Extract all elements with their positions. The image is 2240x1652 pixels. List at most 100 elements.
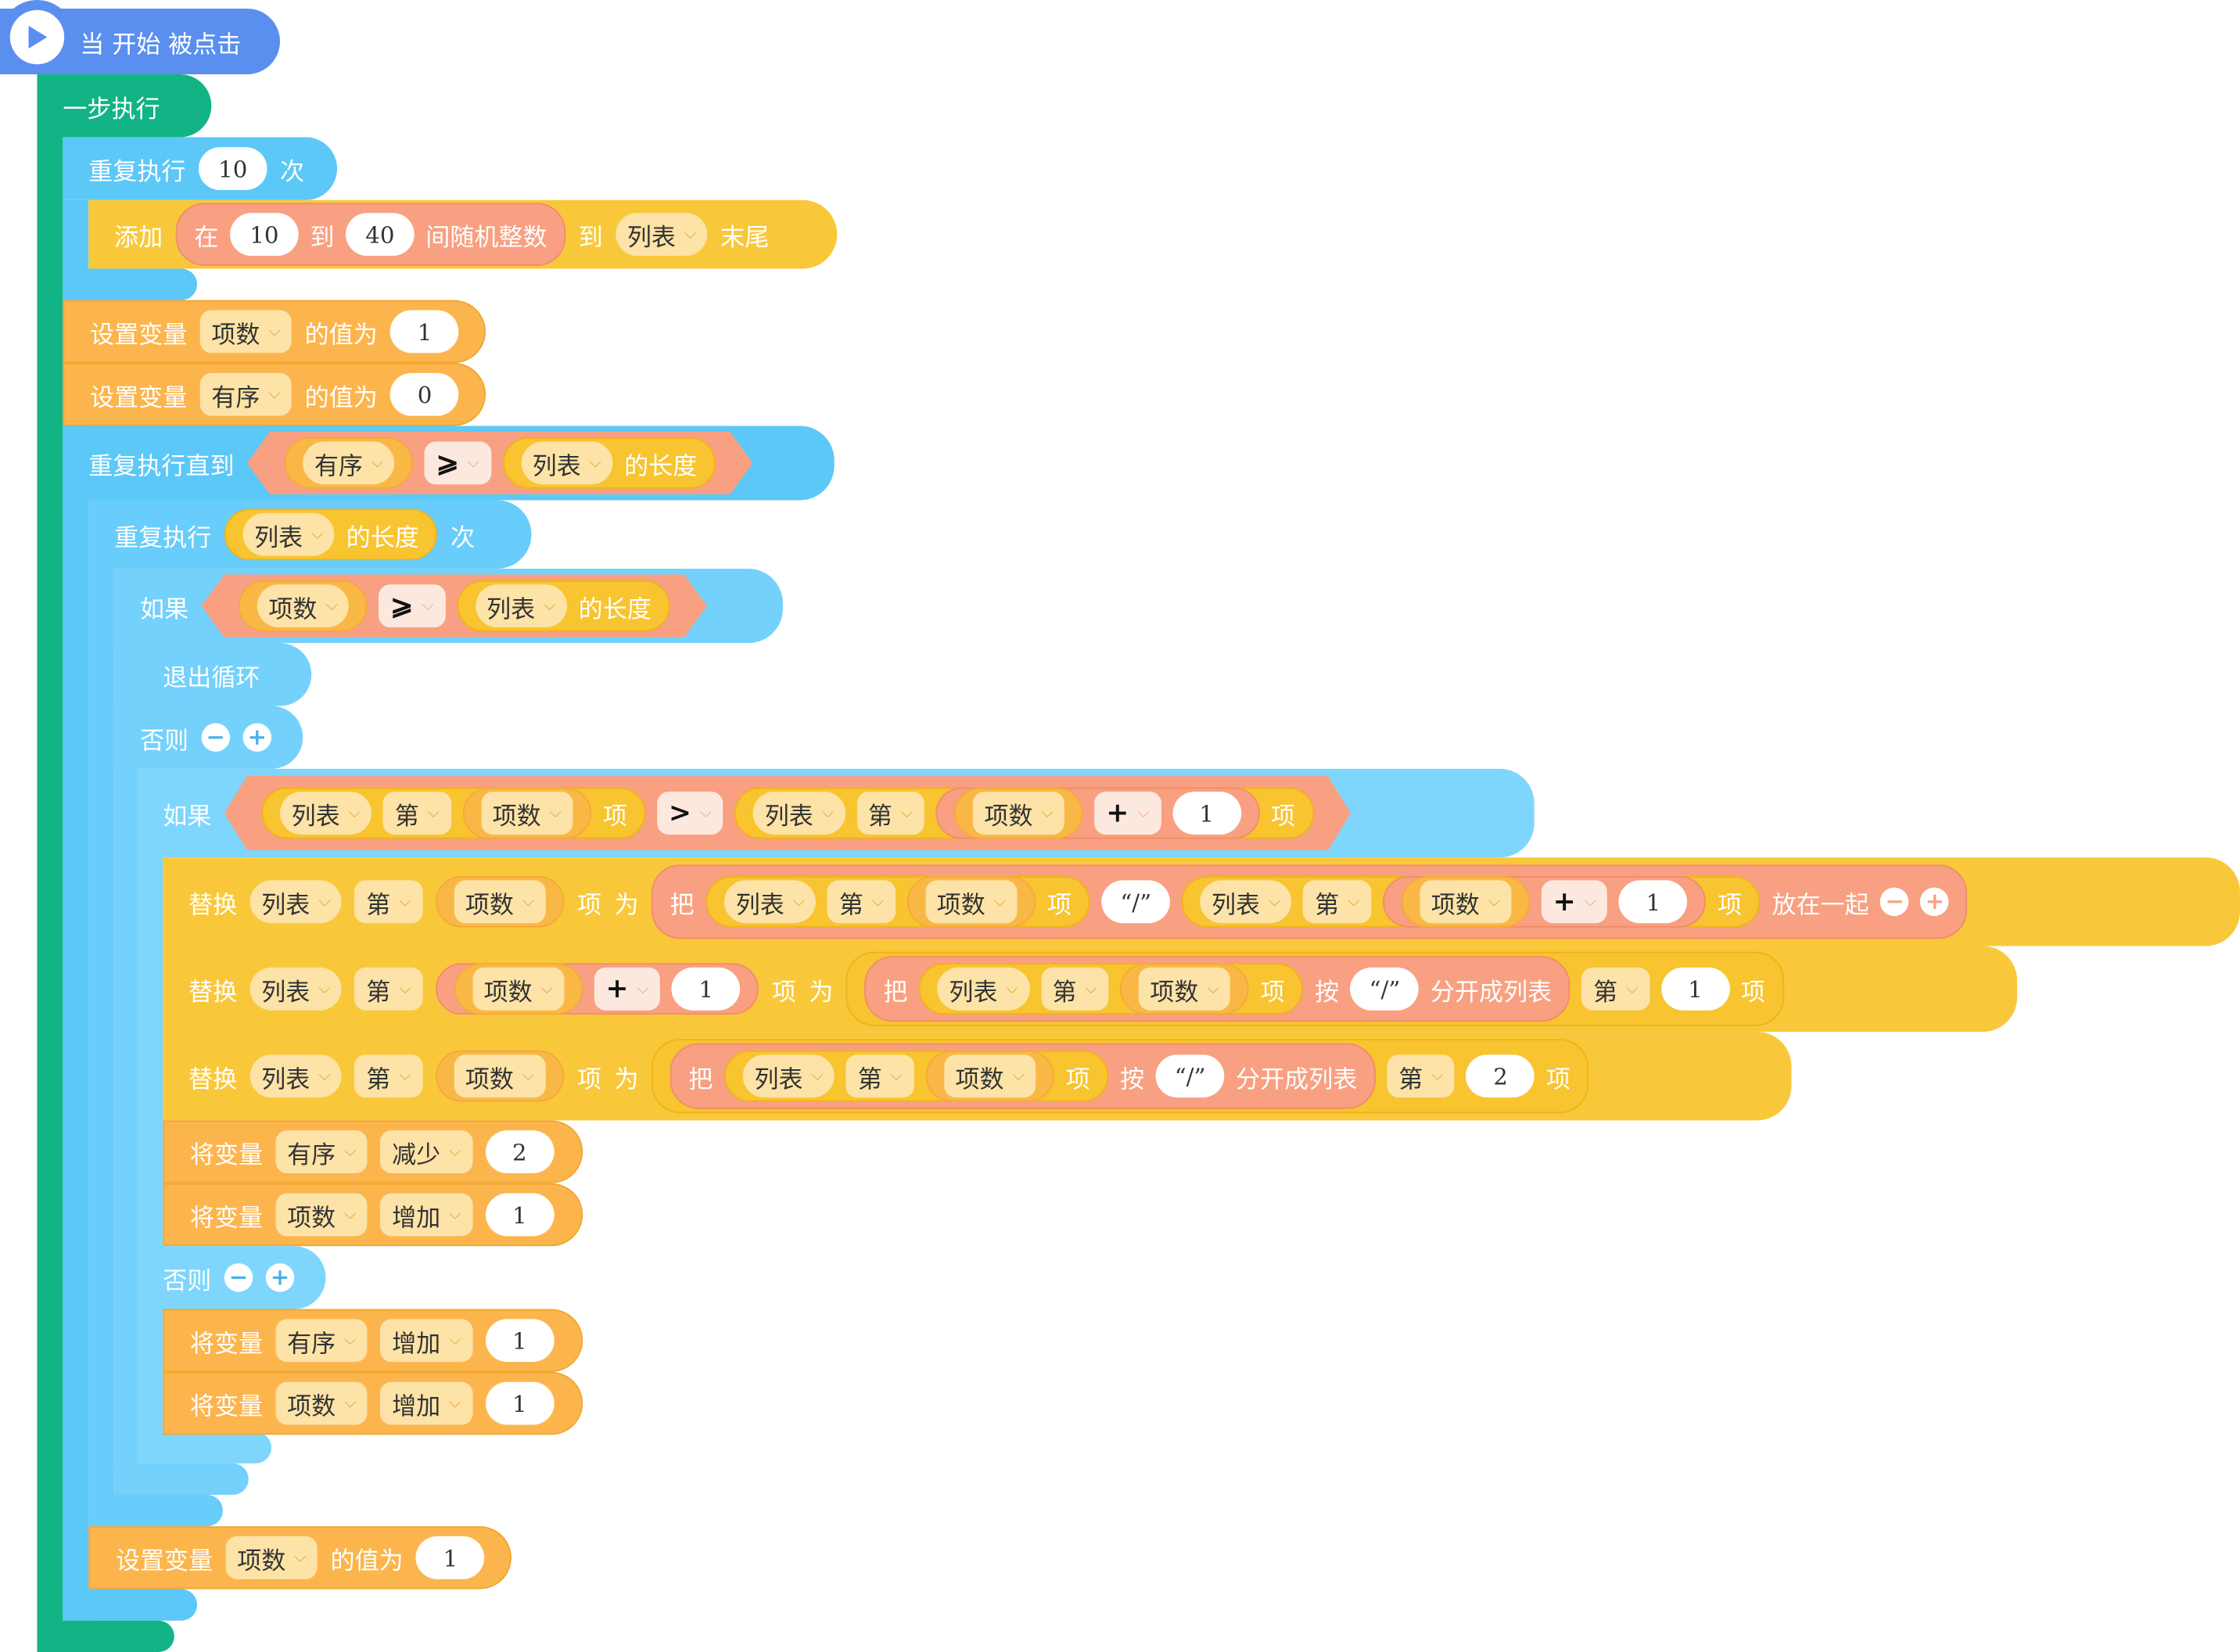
variable-dropdown[interactable]: 项数⌵ — [481, 792, 573, 835]
separator-input[interactable]: “/” — [1155, 1054, 1225, 1098]
split-reporter[interactable]: 把 列表⌵ 第⌵ 项数⌵ 项 按 “/” 分开成列表 — [864, 956, 1571, 1022]
index-mode-dropdown[interactable]: 第⌵ — [1040, 967, 1109, 1011]
variable-dropdown[interactable]: 项数⌵ — [454, 1054, 546, 1098]
set-variable-block[interactable]: 设置变量 项数⌵ 的值为 1 — [88, 1526, 512, 1589]
list-item-reporter[interactable]: 列表⌵ 第⌵ 项数⌵ 项 — [261, 788, 645, 839]
add-operator-reporter[interactable]: 项数⌵ +⌵ 1 — [935, 788, 1259, 839]
repeat-count-input[interactable]: 10 — [198, 147, 267, 190]
variable-dropdown[interactable]: 项数⌵ — [973, 792, 1065, 835]
compare-condition[interactable]: 列表⌵ 第⌵ 项数⌵ 项 >⌵ 列表⌵ 第⌵ 项数⌵ +⌵ 1 项 — [224, 776, 1351, 850]
break-block[interactable]: 退出循环 — [137, 643, 312, 706]
list-dropdown[interactable]: 列表⌵ — [616, 213, 708, 257]
replace-list-item-block[interactable]: 替换 列表⌵ 第⌵ 项数⌵ 项 为 把 列表⌵ 第⌵ 项数⌵ 项 “/” 列表⌵… — [163, 857, 2240, 946]
list-item-reporter[interactable]: 列表⌵ 第⌵ 项数⌵ 项 — [705, 875, 1090, 928]
variable-reporter[interactable]: 项数⌵ — [454, 963, 583, 1015]
remove-else-button[interactable]: − — [224, 1263, 253, 1292]
list-dropdown[interactable]: 列表⌵ — [937, 967, 1030, 1011]
add-operator-reporter[interactable]: 项数⌵ +⌵ 1 — [435, 963, 759, 1015]
repeat-times-block[interactable]: 重复执行 10 次 — [63, 137, 338, 200]
repeat-until-block[interactable]: 重复执行直到 有序⌵ ⩾⌵ 列表⌵ 的长度 — [63, 426, 835, 501]
variable-reporter[interactable]: 项数⌵ — [954, 788, 1083, 839]
number-input[interactable]: 1 — [671, 967, 741, 1011]
index-mode-dropdown[interactable]: 第⌵ — [856, 792, 924, 835]
list-length-reporter[interactable]: 列表⌵ 的长度 — [224, 508, 438, 561]
change-mode-dropdown[interactable]: 增加⌵ — [380, 1381, 473, 1425]
inner-if-else-block[interactable]: 如果 列表⌵ 第⌵ 项数⌵ 项 >⌵ 列表⌵ 第⌵ 项数⌵ +⌵ 1 — [137, 768, 1535, 858]
math-operator-dropdown[interactable]: +⌵ — [1095, 792, 1161, 835]
remove-else-button[interactable]: − — [201, 723, 231, 752]
operator-dropdown[interactable]: ⩾⌵ — [425, 442, 491, 485]
replace-list-item-block[interactable]: 替换 列表⌵ 第⌵ 项数⌵ 项 为 把 列表⌵ 第⌵ 项数⌵ 项 按 “/” 分… — [163, 1032, 1792, 1121]
list-item-reporter[interactable]: 列表⌵ 第⌵ 项数⌵ +⌵ 1 项 — [734, 788, 1313, 839]
variable-dropdown[interactable]: 项数⌵ — [1138, 967, 1231, 1011]
remove-join-arg-button[interactable]: − — [1880, 887, 1909, 917]
step-block[interactable]: 一步执行 — [37, 74, 212, 138]
change-variable-block[interactable]: 将变量 有序⌵ 减少⌵ 2 — [163, 1120, 583, 1183]
index-input[interactable]: 2 — [1466, 1054, 1535, 1098]
index-mode-dropdown[interactable]: 第⌵ — [1387, 1054, 1456, 1098]
variable-dropdown[interactable]: 有序⌵ — [199, 372, 293, 416]
index-mode-dropdown[interactable]: 第⌵ — [845, 1054, 914, 1098]
variable-dropdown[interactable]: 项数⌵ — [943, 1054, 1036, 1098]
random-from-input[interactable]: 10 — [230, 213, 299, 257]
list-dropdown[interactable]: 列表⌵ — [724, 880, 817, 924]
index-mode-dropdown[interactable]: 第⌵ — [827, 880, 896, 924]
variable-dropdown[interactable]: 项数⌵ — [454, 880, 546, 924]
value-input[interactable]: 0 — [390, 372, 459, 416]
compare-condition[interactable]: 项数⌵ ⩾⌵ 列表⌵ 的长度 — [202, 574, 707, 637]
number-input[interactable]: 1 — [1172, 792, 1241, 835]
set-variable-block[interactable]: 设置变量 项数⌵ 的值为 1 — [63, 300, 486, 364]
index-input[interactable]: 1 — [1660, 967, 1730, 1011]
variable-dropdown[interactable]: 项数⌵ — [925, 880, 1018, 924]
variable-reporter[interactable]: 项数⌵ — [462, 788, 591, 839]
list-dropdown[interactable]: 列表⌵ — [742, 1054, 835, 1098]
split-item-reporter[interactable]: 把 列表⌵ 第⌵ 项数⌵ 项 按 “/” 分开成列表 第⌵ 2 项 — [651, 1039, 1589, 1114]
variable-dropdown[interactable]: 项数⌵ — [472, 967, 565, 1011]
variable-dropdown[interactable]: 项数⌵ — [275, 1193, 368, 1237]
operator-dropdown[interactable]: >⌵ — [657, 792, 723, 835]
list-dropdown[interactable]: 列表⌵ — [249, 967, 343, 1011]
math-operator-dropdown[interactable]: +⌵ — [1541, 880, 1608, 924]
list-dropdown[interactable]: 列表⌵ — [280, 792, 372, 835]
list-dropdown[interactable]: 列表⌵ — [753, 792, 845, 835]
variable-reporter[interactable]: 项数⌵ — [239, 580, 368, 632]
value-input[interactable]: 1 — [485, 1381, 555, 1425]
add-operator-reporter[interactable]: 项数⌵ +⌵ 1 — [1382, 875, 1707, 928]
separator-input[interactable]: “/” — [1101, 880, 1171, 924]
variable-dropdown[interactable]: 项数⌵ — [275, 1381, 368, 1425]
random-to-input[interactable]: 40 — [346, 213, 415, 257]
join-reporter[interactable]: 把 列表⌵ 第⌵ 项数⌵ 项 “/” 列表⌵ 第⌵ 项数⌵ +⌵ 1 — [651, 864, 1968, 939]
separator-input[interactable]: “/” — [1350, 967, 1420, 1011]
variable-reporter[interactable]: 项数⌵ — [925, 1050, 1055, 1102]
list-dropdown[interactable]: 列表⌵ — [249, 1054, 343, 1098]
index-mode-dropdown[interactable]: 第⌵ — [354, 967, 423, 1011]
variable-dropdown[interactable]: 项数⌵ — [225, 1536, 318, 1579]
index-mode-dropdown[interactable]: 第⌵ — [1303, 880, 1371, 924]
list-dropdown[interactable]: 列表⌵ — [476, 584, 568, 627]
split-reporter[interactable]: 把 列表⌵ 第⌵ 项数⌵ 项 按 “/” 分开成列表 — [669, 1043, 1377, 1109]
variable-dropdown[interactable]: 有序⌵ — [303, 442, 395, 485]
variable-reporter[interactable]: 项数⌵ — [1119, 963, 1249, 1015]
change-variable-block[interactable]: 将变量 有序⌵ 增加⌵ 1 — [163, 1309, 583, 1372]
value-input[interactable]: 1 — [390, 310, 459, 354]
list-length-reporter[interactable]: 列表⌵ 的长度 — [457, 580, 670, 632]
if-else-block[interactable]: 如果 项数⌵ ⩾⌵ 列表⌵ 的长度 — [114, 569, 783, 644]
change-mode-dropdown[interactable]: 减少⌵ — [380, 1130, 473, 1173]
index-mode-dropdown[interactable]: 第⌵ — [383, 792, 451, 835]
list-dropdown[interactable]: 列表⌵ — [521, 442, 613, 485]
set-variable-block[interactable]: 设置变量 有序⌵ 的值为 0 — [63, 363, 486, 426]
variable-reporter[interactable]: 项数⌵ — [1401, 875, 1531, 928]
list-dropdown[interactable]: 列表⌵ — [249, 880, 343, 924]
number-input[interactable]: 1 — [1619, 880, 1688, 924]
split-item-reporter[interactable]: 把 列表⌵ 第⌵ 项数⌵ 项 按 “/” 分开成列表 第⌵ 1 项 — [845, 951, 1784, 1026]
value-input[interactable]: 1 — [485, 1319, 555, 1363]
list-item-reporter[interactable]: 列表⌵ 第⌵ 项数⌵ 项 — [724, 1050, 1109, 1102]
value-input[interactable]: 2 — [485, 1130, 555, 1173]
list-item-reporter[interactable]: 列表⌵ 第⌵ 项数⌵ 项 — [918, 963, 1304, 1015]
list-dropdown[interactable]: 列表⌵ — [1200, 880, 1292, 924]
replace-list-item-block[interactable]: 替换 列表⌵ 第⌵ 项数⌵ +⌵ 1 项 为 把 列表⌵ 第⌵ 项数⌵ 项 — [163, 946, 2018, 1032]
add-join-arg-button[interactable]: + — [1920, 887, 1950, 917]
variable-reporter[interactable]: 项数⌵ — [906, 875, 1036, 928]
list-item-reporter[interactable]: 列表⌵ 第⌵ 项数⌵ +⌵ 1 项 — [1181, 875, 1761, 928]
variable-dropdown[interactable]: 有序⌵ — [275, 1130, 368, 1173]
